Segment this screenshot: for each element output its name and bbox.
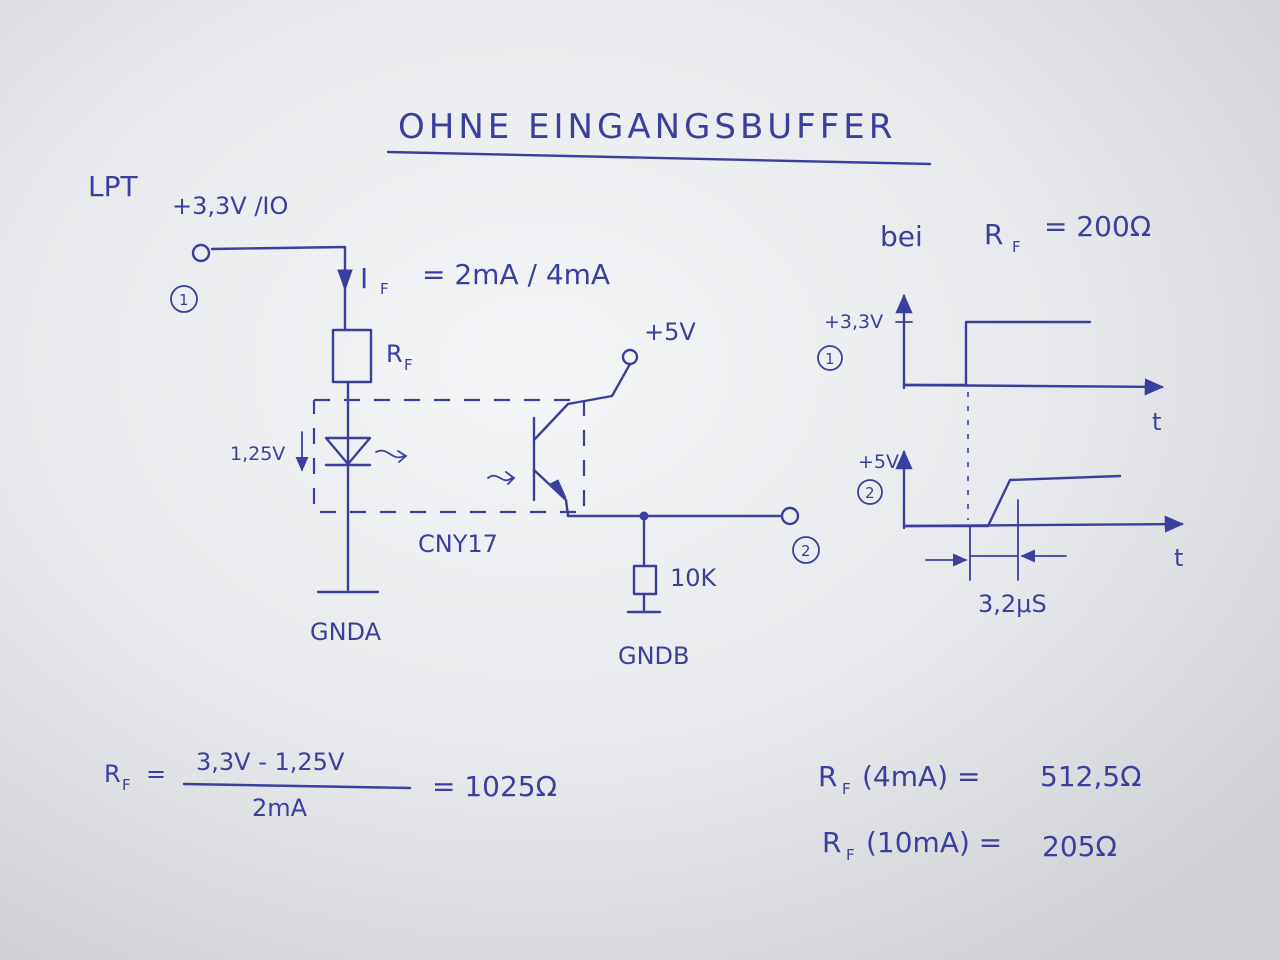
resistor-rf-subscript: F <box>404 356 413 374</box>
formula-4ma-arg: (4mA) = <box>862 760 980 793</box>
output-waveform <box>902 474 1122 528</box>
formula-4ma-r: R <box>818 760 837 793</box>
formula-main-subscript: F <box>122 776 131 794</box>
condition-r: R <box>984 218 1003 251</box>
title-underline <box>386 150 932 166</box>
vcc-label: +5V <box>644 318 696 346</box>
formula-denominator: 2mA <box>252 794 308 822</box>
formula-4ma-value: 512,5Ω <box>1040 760 1142 793</box>
light-input-icon <box>487 471 516 485</box>
input-time-axis-label: t <box>1152 408 1161 436</box>
current-subscript: F <box>380 280 389 298</box>
formula-10ma-arg: (10mA) = <box>866 826 1002 859</box>
node-1-marker <box>170 285 198 313</box>
gnda-label: GNDA <box>310 618 382 646</box>
formula-main-r: R <box>104 760 121 788</box>
timing-node-1-marker <box>817 345 843 371</box>
output-terminal <box>780 506 800 526</box>
optocoupler-part-label: CNY17 <box>418 530 498 558</box>
delay-label: 3,2μS <box>978 590 1047 618</box>
led-diode-icon <box>324 436 372 466</box>
timing-node-2-label: 2 <box>865 484 875 502</box>
formula-10ma-r: R <box>822 826 841 859</box>
condition-prefix: bei <box>880 220 923 253</box>
pulldown-label: 10K <box>670 564 718 592</box>
condition-value: = 200Ω <box>1044 210 1151 243</box>
formula-fraction-bar <box>182 782 412 790</box>
formula-numerator: 3,3V - 1,25V <box>196 748 345 776</box>
node-1-label: 1 <box>179 291 189 309</box>
formula-10ma-value: 205Ω <box>1042 830 1117 863</box>
condition-subscript: F <box>1012 238 1021 256</box>
vcc-terminal <box>621 348 639 366</box>
output-time-axis-label: t <box>1174 544 1183 572</box>
formula-main-equals: = <box>146 760 166 788</box>
timing-node-2-marker <box>857 479 883 505</box>
emitter-arrow-icon <box>549 479 567 499</box>
gndb-label: GNDB <box>618 642 690 670</box>
delay-markers <box>969 499 1019 581</box>
page-title: OHNE EINGANGSBUFFER <box>398 107 896 147</box>
led-emission-icon <box>375 449 408 463</box>
resistor-rf <box>331 328 373 384</box>
optocoupler-outline <box>312 398 586 514</box>
input-level-label: +3,3V <box>824 311 883 333</box>
input-terminal <box>191 243 211 263</box>
current-value: = 2mA / 4mA <box>422 258 610 291</box>
formula-10ma-subscript: F <box>846 846 855 864</box>
phototransistor-emitter <box>532 468 570 518</box>
resistor-rf-label: R <box>386 340 403 368</box>
input-signal-label: +3,3V /IO <box>172 192 288 220</box>
input-waveform <box>902 320 1092 387</box>
led-voltage-label: 1,25V <box>230 443 285 465</box>
output-level-label: +5V <box>858 451 899 473</box>
node-2-label: 2 <box>801 542 811 560</box>
lpt-label: LPT <box>88 170 138 203</box>
timing-node-1-label: 1 <box>825 350 835 368</box>
phototransistor-collector <box>532 362 632 442</box>
current-symbol: I <box>360 262 368 295</box>
node-2-marker <box>792 536 820 564</box>
current-arrow-icon <box>337 269 353 292</box>
formula-main-result: = 1025Ω <box>432 770 557 803</box>
formula-4ma-subscript: F <box>842 780 851 798</box>
input-wire <box>210 245 347 332</box>
